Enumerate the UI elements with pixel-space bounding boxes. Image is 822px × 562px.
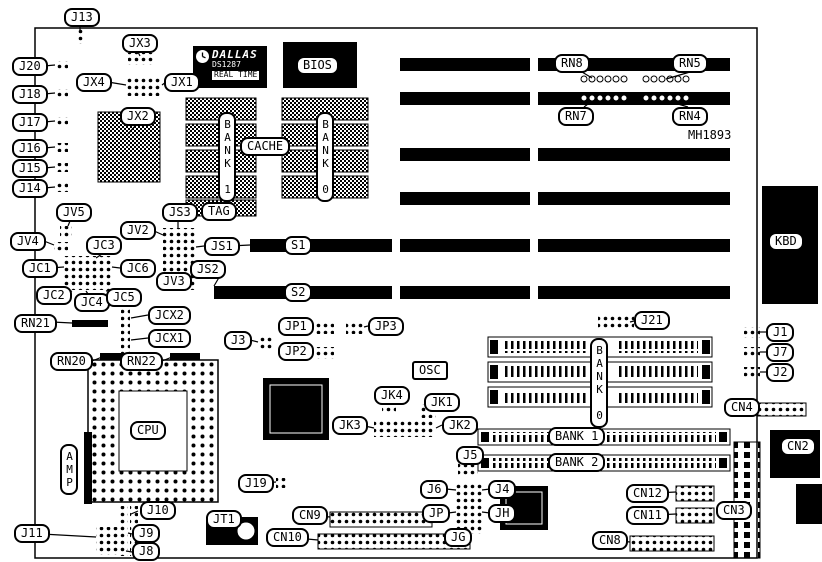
resistor-strips [72,320,200,360]
label-j8: J8 [132,542,161,561]
label-bank0-chips: BANK 0 [316,112,334,202]
label-cn12: CN12 [626,484,669,503]
label-j15: J15 [12,159,48,178]
label-s1: S1 [284,236,313,255]
external-port [796,484,822,524]
label-jc3: JC3 [86,236,122,255]
label-amp: AMP [60,444,78,495]
label-rn4: RN4 [672,107,708,126]
label-j6: J6 [420,480,449,499]
label-j21: J21 [634,311,670,330]
label-rn5: RN5 [672,54,708,73]
label-j16: J16 [12,139,48,158]
label-cache: CACHE [240,137,291,156]
label-jv5: JV5 [56,203,92,222]
label-cn2: CN2 [780,437,816,456]
clock-icon [195,49,210,68]
cn3-connector [733,441,761,559]
label-tag: TAG [201,202,237,221]
board-outline [34,27,758,559]
rtc-type: REAL TIME [212,69,260,80]
expansion-slots [214,58,730,299]
label-jc2: JC2 [36,286,72,305]
label-jv2: JV2 [120,221,156,240]
label-j4: J4 [488,480,517,499]
label-jx3: JX3 [122,34,158,53]
label-j19: J19 [238,474,274,493]
label-j7: J7 [766,343,795,362]
label-bank0-simm: BANK 0 [590,338,608,428]
label-js2: JS2 [190,260,226,279]
label-cn11: CN11 [626,506,669,525]
cache-chip-array [185,97,369,217]
label-rn21: RN21 [14,314,57,333]
label-jh: JH [488,504,517,523]
label-jcx1: JCX1 [148,329,191,348]
label-osc: OSC [412,361,448,380]
label-rn7: RN7 [558,107,594,126]
label-jk2: JK2 [442,416,478,435]
label-j10: J10 [140,501,176,520]
pin-strips-outlined [317,402,807,552]
label-jc4: JC4 [74,293,110,312]
label-rn8: RN8 [554,54,590,73]
label-j13: J13 [64,8,100,27]
label-bank2-simm: BANK 2 [548,453,606,472]
label-j2: J2 [766,363,795,382]
label-cn9: CN9 [292,506,328,525]
label-bank1-chips: BANK 1 [218,112,236,202]
label-kbd: KBD [768,232,804,251]
label-jc1: JC1 [22,259,58,278]
slot-s1 [250,239,392,252]
label-jv4: JV4 [10,232,46,251]
label-s2: S2 [284,283,313,302]
label-jt1: JT1 [206,510,242,529]
label-cpu: CPU [130,421,166,440]
label-jv3: JV3 [156,272,192,291]
chipset-chip [263,378,329,440]
label-js1: JS1 [204,237,240,256]
rtc-model: DS1287 [212,60,241,70]
label-j11: J11 [14,524,50,543]
label-j5: J5 [456,446,485,465]
label-jp: JP [422,504,451,523]
label-j1: J1 [766,323,795,342]
label-bank1-simm: BANK 1 [548,427,606,446]
resistor-networks [580,75,690,102]
label-j14: J14 [12,179,48,198]
rtc-brand: DALLAS [212,48,258,61]
label-jx2: JX2 [120,107,156,126]
label-j18: J18 [12,85,48,104]
label-jk1: JK1 [424,393,460,412]
pin-headers [54,28,760,556]
label-cn3: CN3 [716,501,752,520]
label-rn22: RN22 [120,352,163,371]
label-j9: J9 [132,524,161,543]
label-jk3: JK3 [332,416,368,435]
label-jp1: JP1 [278,317,314,336]
board-marking: MH1893 [688,128,732,142]
label-cn4: CN4 [724,398,760,417]
label-jx1: JX1 [164,73,200,92]
label-jp3: JP3 [368,317,404,336]
label-js3: JS3 [162,203,198,222]
label-jc6: JC6 [120,259,156,278]
label-jp2: JP2 [278,342,314,361]
label-jk4: JK4 [374,386,410,405]
label-jcx2: JCX2 [148,306,191,325]
label-jg: JG [444,528,473,547]
label-bios: BIOS [296,56,339,75]
socket-lever [84,432,92,504]
label-rn20: RN20 [50,352,93,371]
label-jx4: JX4 [76,73,112,92]
label-jc5: JC5 [106,288,142,307]
rtc-chip: DALLAS DS1287 REAL TIME [193,46,267,88]
label-j3: J3 [224,331,253,350]
label-cn8: CN8 [592,531,628,550]
label-cn10: CN10 [266,528,309,547]
label-j17: J17 [12,113,48,132]
label-j20: J20 [12,57,48,76]
